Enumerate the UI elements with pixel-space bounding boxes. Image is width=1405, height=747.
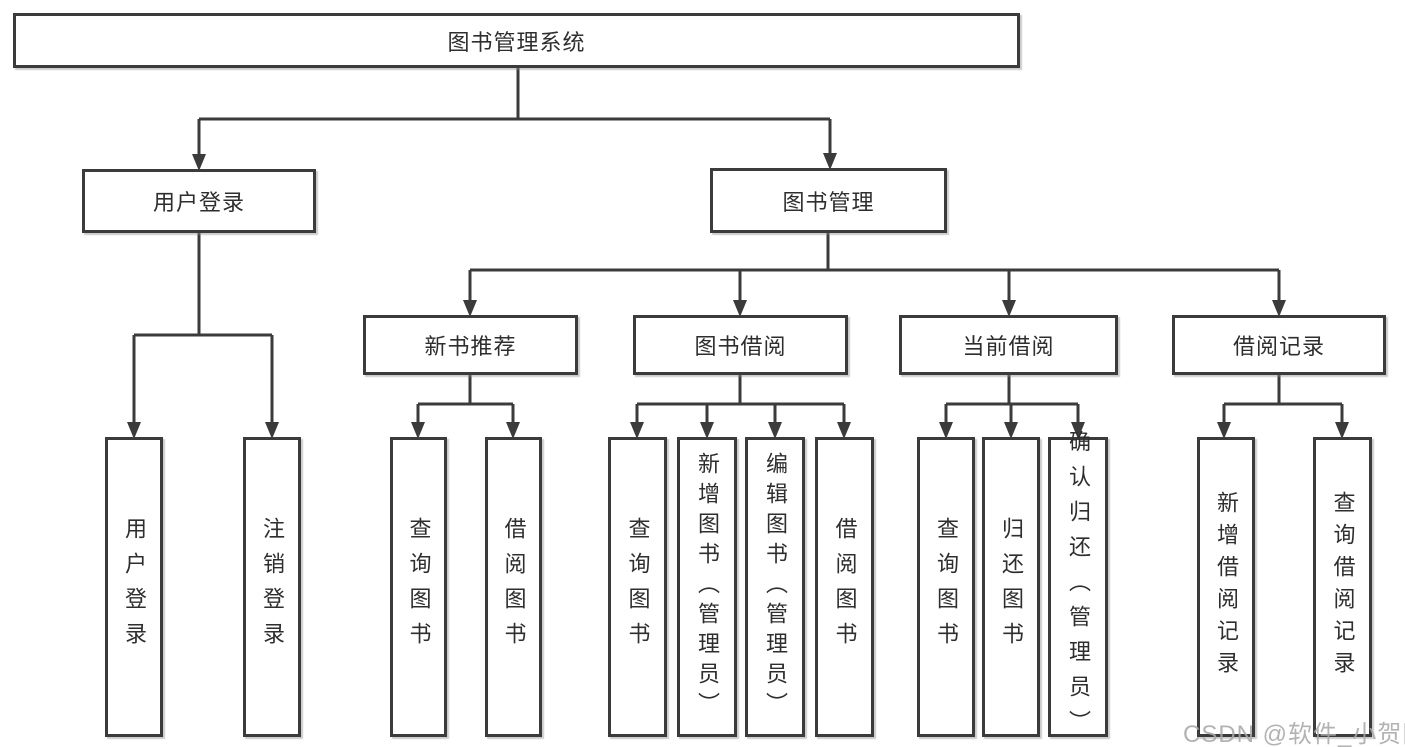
- leaf-query-books-recommend: 查询图书: [390, 437, 447, 737]
- node-label: 新增借阅记录: [1214, 491, 1239, 683]
- leaf-borrow-books: 借阅图书: [815, 437, 874, 737]
- leaf-query-books-current: 查询图书: [917, 437, 975, 737]
- node-book-management: 图书管理: [710, 168, 947, 233]
- node-label: 借阅图书: [501, 517, 527, 657]
- node-label: 图书管理: [782, 189, 875, 215]
- node-label: 查询借阅记录: [1330, 491, 1356, 683]
- node-book-borrow: 图书借阅: [633, 315, 848, 375]
- node-label: 注销登录: [260, 517, 285, 657]
- node-label: 确认归还（管理员）: [1066, 429, 1091, 745]
- leaf-confirm-return-admin: 确认归还（管理员）: [1048, 430, 1108, 745]
- csdn-watermark: CSDN @软件_小贺同学: [1183, 721, 1405, 747]
- node-new-book-recommend: 新书推荐: [363, 315, 578, 375]
- node-label: 借阅图书: [832, 517, 858, 657]
- node-label: 编辑图书（管理员）: [763, 452, 788, 722]
- leaf-edit-book-admin: 编辑图书（管理员）: [745, 437, 805, 737]
- node-borrow-records: 借阅记录: [1172, 315, 1386, 375]
- node-label: 当前借阅: [962, 334, 1055, 359]
- node-current-borrow: 当前借阅: [899, 315, 1118, 375]
- node-label: 查询图书: [625, 517, 651, 657]
- node-label: 图书管理系统: [447, 29, 586, 55]
- leaf-query-borrow-record: 查询借阅记录: [1313, 437, 1372, 737]
- node-user-login: 用户登录: [82, 169, 316, 233]
- node-label: 查询图书: [406, 517, 432, 657]
- leaf-user-login: 用户登录: [105, 437, 163, 737]
- node-label: 图书借阅: [694, 334, 787, 359]
- leaf-add-book-admin: 新增图书（管理员）: [677, 437, 737, 737]
- node-label: 新书推荐: [424, 334, 517, 359]
- leaf-logout: 注销登录: [243, 437, 301, 737]
- connector-path: [132, 68, 1344, 425]
- node-root: 图书管理系统: [13, 13, 1020, 68]
- leaf-return-books: 归还图书: [982, 437, 1040, 737]
- node-label: 用户登录: [152, 190, 245, 215]
- leaf-borrow-books-recommend: 借阅图书: [485, 437, 542, 737]
- node-label: 借阅记录: [1232, 334, 1325, 359]
- node-label: 新增图书（管理员）: [695, 452, 720, 722]
- leaf-add-borrow-record: 新增借阅记录: [1197, 437, 1255, 737]
- leaf-query-books-borrow: 查询图书: [608, 437, 667, 737]
- node-label: 归还图书: [999, 517, 1024, 657]
- node-label: 查询图书: [934, 517, 959, 657]
- node-label: 用户登录: [122, 517, 147, 657]
